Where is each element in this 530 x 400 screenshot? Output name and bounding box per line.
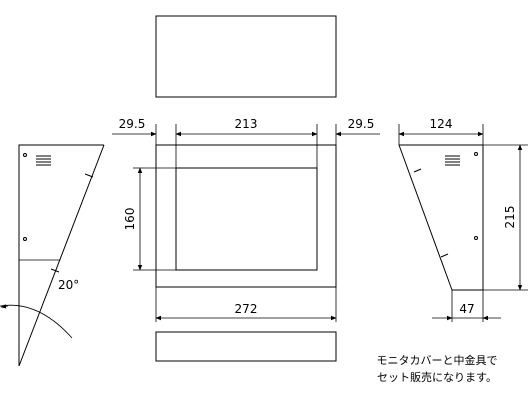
dim-213-label: 213 xyxy=(235,117,258,131)
screw-hole xyxy=(474,152,478,156)
screen-opening xyxy=(175,167,318,271)
dim-124-label: 124 xyxy=(430,117,453,131)
product-note: モニタカバーと中金具で セット販売になります。 xyxy=(352,352,522,386)
dim-124: 124 xyxy=(398,117,484,137)
vent-grille-right xyxy=(445,155,460,166)
bottom-view-outline xyxy=(155,331,337,362)
right-side-view xyxy=(398,124,528,322)
dim-160-label: 160 xyxy=(123,208,137,231)
angle-label: 20° xyxy=(58,278,79,292)
vent-grille-left xyxy=(36,155,51,166)
angle-arc xyxy=(0,304,73,339)
dim-29-5-right-label: 29.5 xyxy=(348,117,375,131)
screw-hole xyxy=(23,237,27,241)
dim-160: 160 xyxy=(123,167,143,271)
dim-29-5-left: 29.5 xyxy=(112,117,157,137)
front-frame xyxy=(155,144,337,288)
screw-hole xyxy=(474,236,478,240)
dim-29-5-right: 29.5 xyxy=(335,117,380,137)
left-side-view: 20° xyxy=(0,144,105,367)
dim-29-5-left-label: 29.5 xyxy=(119,117,146,131)
front-view xyxy=(133,124,337,322)
dim-215-label: 215 xyxy=(503,206,517,229)
dim-47-label: 47 xyxy=(459,302,474,316)
note-line-2: セット販売になります。 xyxy=(377,371,497,384)
top-view-outline xyxy=(155,15,337,98)
note-line-1: モニタカバーと中金具で xyxy=(376,354,498,367)
dim-47: 47 xyxy=(432,302,501,321)
dim-215: 215 xyxy=(503,144,523,291)
dim-272-label: 272 xyxy=(235,302,258,316)
dim-213: 213 xyxy=(175,117,318,137)
screw-hole xyxy=(23,153,27,157)
dim-272: 272 xyxy=(155,302,337,321)
